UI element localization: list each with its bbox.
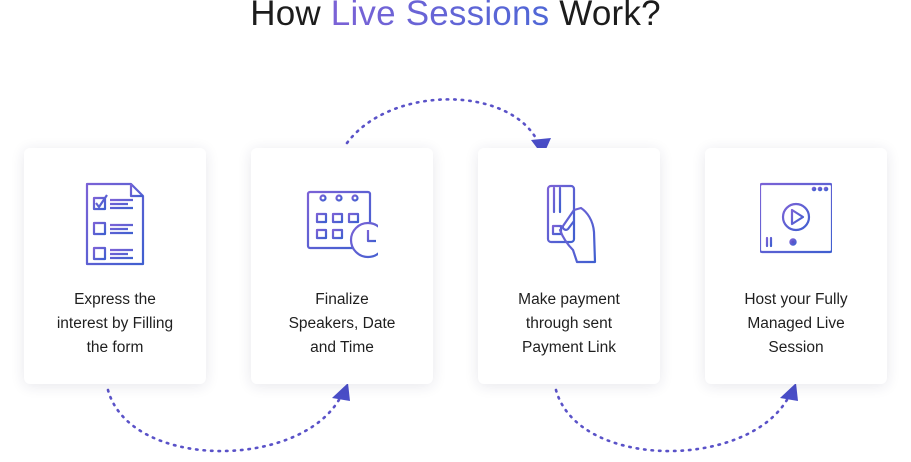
step-label: Finalize Speakers, Date and Time [261, 288, 423, 360]
step-label-line: interest by Filling [56, 315, 174, 332]
title-suffix: Work? [549, 0, 661, 33]
step-card-1: Express the interest by Filling the form [24, 148, 206, 384]
step-label-line: the form [86, 339, 144, 356]
step-label-line: and Time [310, 339, 374, 356]
calendar-clock-icon [306, 190, 378, 259]
step-label-line: through sent [525, 315, 613, 332]
step-label-line: Managed Live [747, 315, 845, 332]
step-label-line: Make payment [518, 291, 620, 308]
arrowhead-step2 [332, 383, 350, 401]
arrow-step2-to-step3 [345, 98, 540, 145]
form-checklist-icon [85, 182, 145, 266]
step-card-4: Host your Fully Managed Live Session [705, 148, 887, 384]
step-label-line: Payment Link [522, 339, 616, 356]
step-label: Express the interest by Filling the form [34, 288, 196, 360]
step-label-line: Host your Fully [744, 291, 848, 308]
step-card-2: Finalize Speakers, Date and Time [251, 148, 433, 384]
step-label-line: Session [768, 339, 824, 356]
arrowhead-step3 [531, 138, 551, 156]
arrow-step1-to-step2 [106, 388, 342, 453]
page-title: How Live Sessions Work? [0, 0, 911, 34]
step-label-line: Speakers, Date [288, 315, 396, 332]
arrowhead-step4 [780, 383, 798, 401]
step-card-3: Make payment through sent Payment Link [478, 148, 660, 384]
step-label: Host your Fully Managed Live Session [715, 288, 877, 360]
video-player-icon [760, 182, 832, 254]
credit-card-payment-icon [546, 184, 597, 264]
title-highlight: Live Sessions [331, 0, 550, 33]
step-label: Make payment through sent Payment Link [488, 288, 650, 360]
arrow-step3-to-step4 [554, 388, 790, 453]
step-label-line: Express the [74, 291, 156, 308]
title-prefix: How [250, 0, 331, 33]
step-label-line: Finalize [315, 291, 369, 308]
